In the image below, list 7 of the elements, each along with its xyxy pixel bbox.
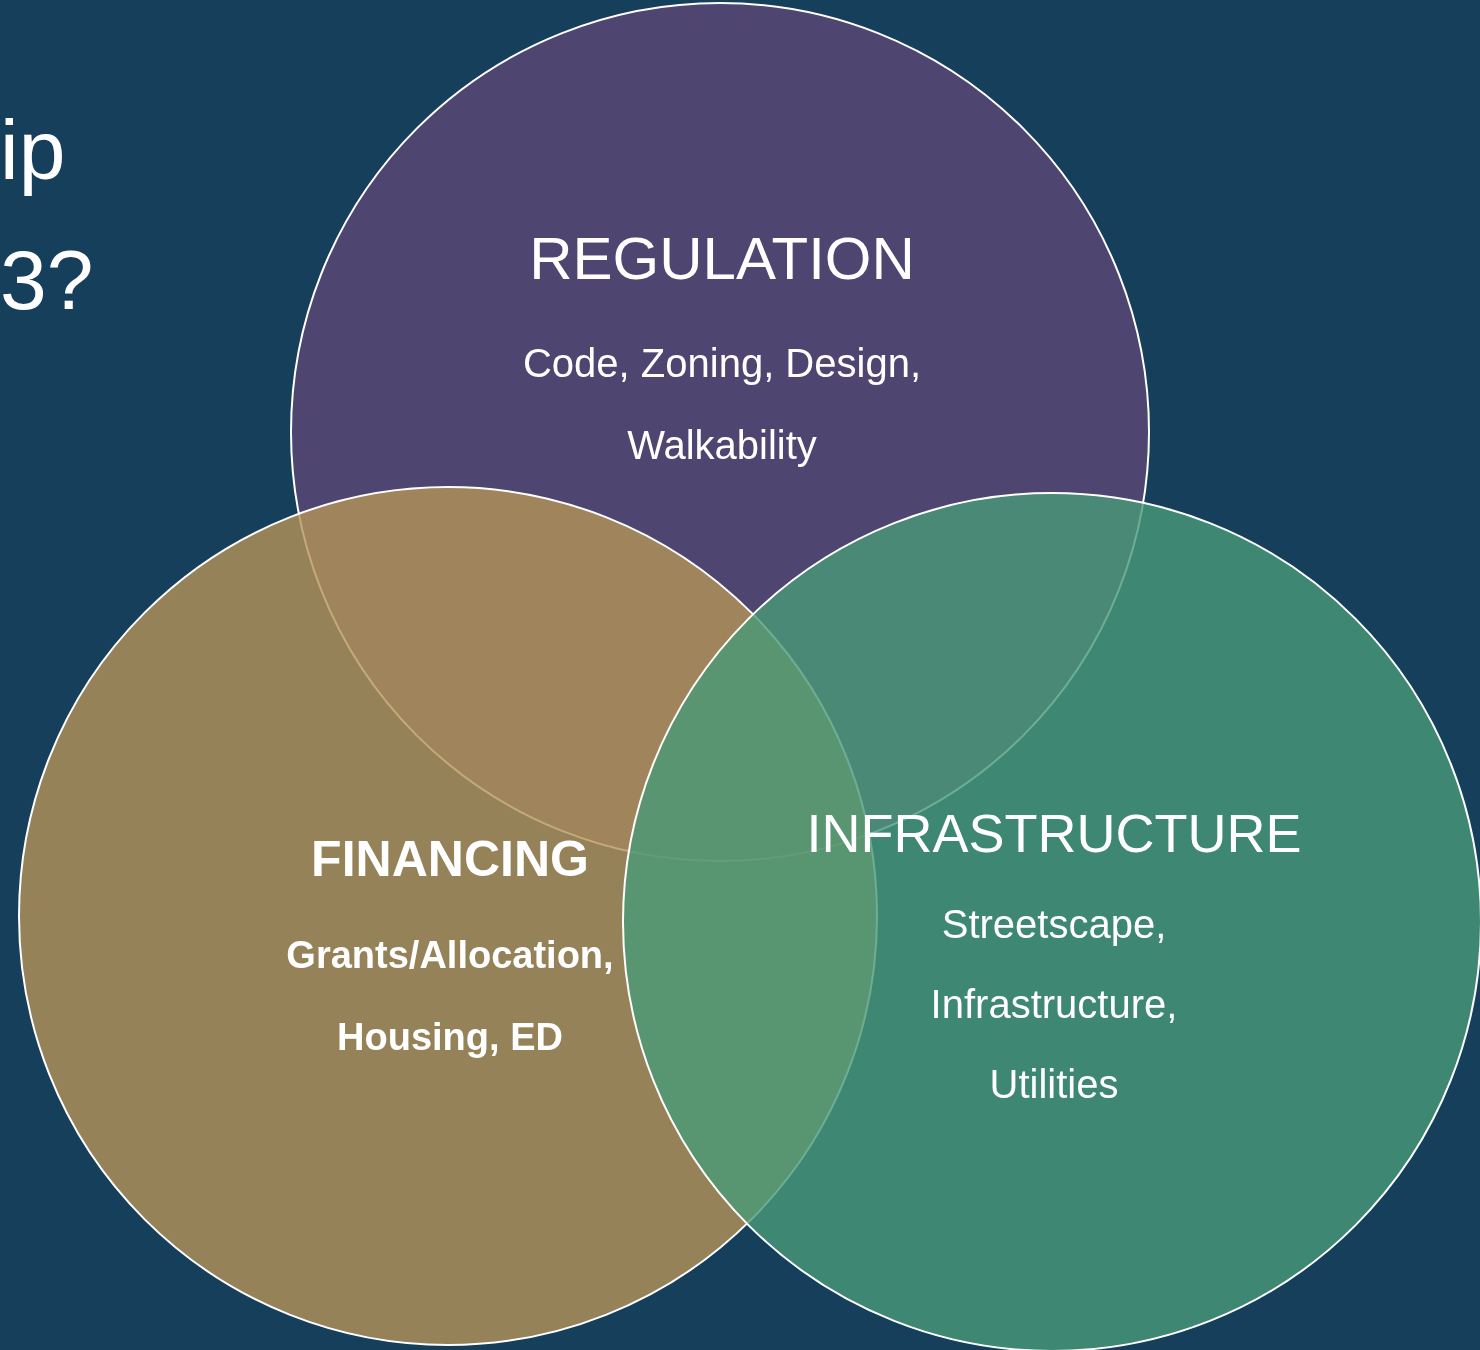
circle-heading: FINANCING (311, 830, 589, 888)
circle-description: Grants/Allocation, Housing, ED (285, 933, 615, 1060)
circle-heading: INFRASTRUCTURE (806, 802, 1302, 864)
circle-description: Streetscape, Infrastructure, Utilities (929, 901, 1179, 1108)
circle-heading: REGULATION (529, 224, 915, 293)
title-fragment: 3? (0, 238, 94, 322)
circle-description: Code, Zoning, Design, Walkability (522, 340, 922, 469)
